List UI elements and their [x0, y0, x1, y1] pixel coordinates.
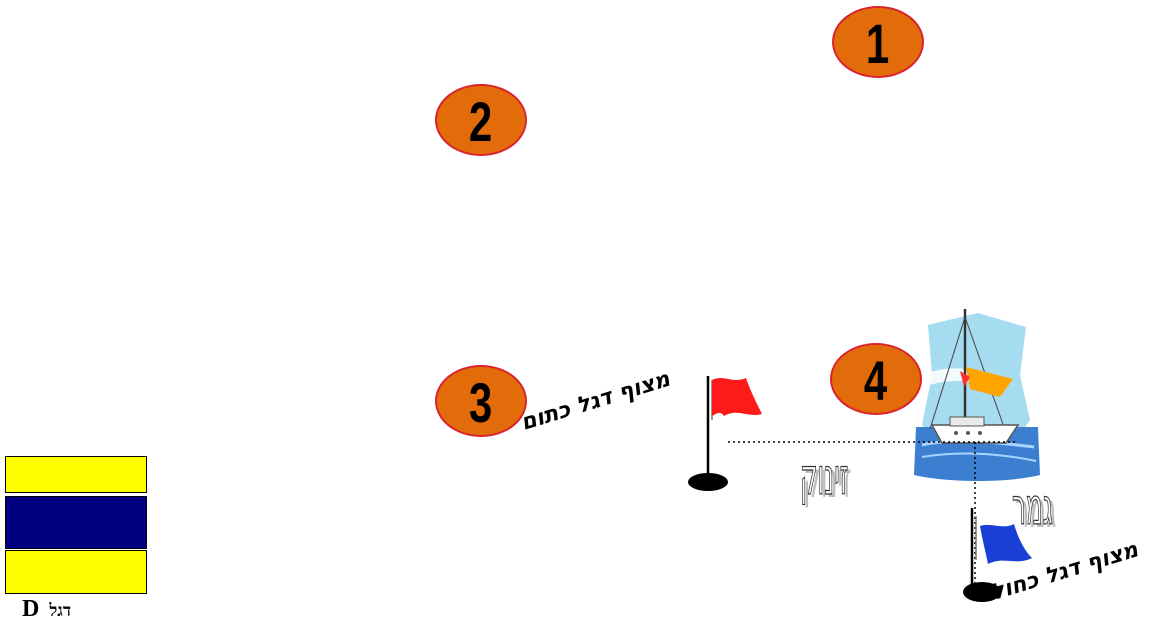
sailboat-icon — [914, 309, 1040, 481]
start-word: זינוק — [800, 447, 849, 506]
mark-number: 3 — [469, 371, 493, 434]
flag-d-hebrew: דגל — [49, 601, 72, 621]
flag-d-letter: D — [22, 596, 40, 622]
mark-number: 2 — [469, 90, 493, 153]
blue-flag-icon — [963, 508, 1032, 602]
flag-d-top-band — [5, 456, 147, 493]
course-mark-4: 4 — [830, 343, 922, 415]
course-mark-1: 1 — [832, 6, 924, 78]
mark-number: 4 — [864, 349, 888, 412]
flag-d-bottom-band — [5, 550, 147, 594]
course-mark-3: 3 — [435, 365, 527, 437]
flag-d-middle-band — [5, 496, 147, 549]
course-mark-2: 2 — [435, 84, 527, 156]
buoy-icon — [963, 582, 1001, 602]
flag-d — [5, 456, 147, 594]
mark-number: 1 — [866, 12, 890, 75]
finish-word: גמר — [1012, 477, 1054, 536]
red-flag-icon — [688, 376, 762, 491]
flag-d-caption: D דגל — [22, 596, 71, 623]
buoy-icon — [688, 473, 728, 491]
